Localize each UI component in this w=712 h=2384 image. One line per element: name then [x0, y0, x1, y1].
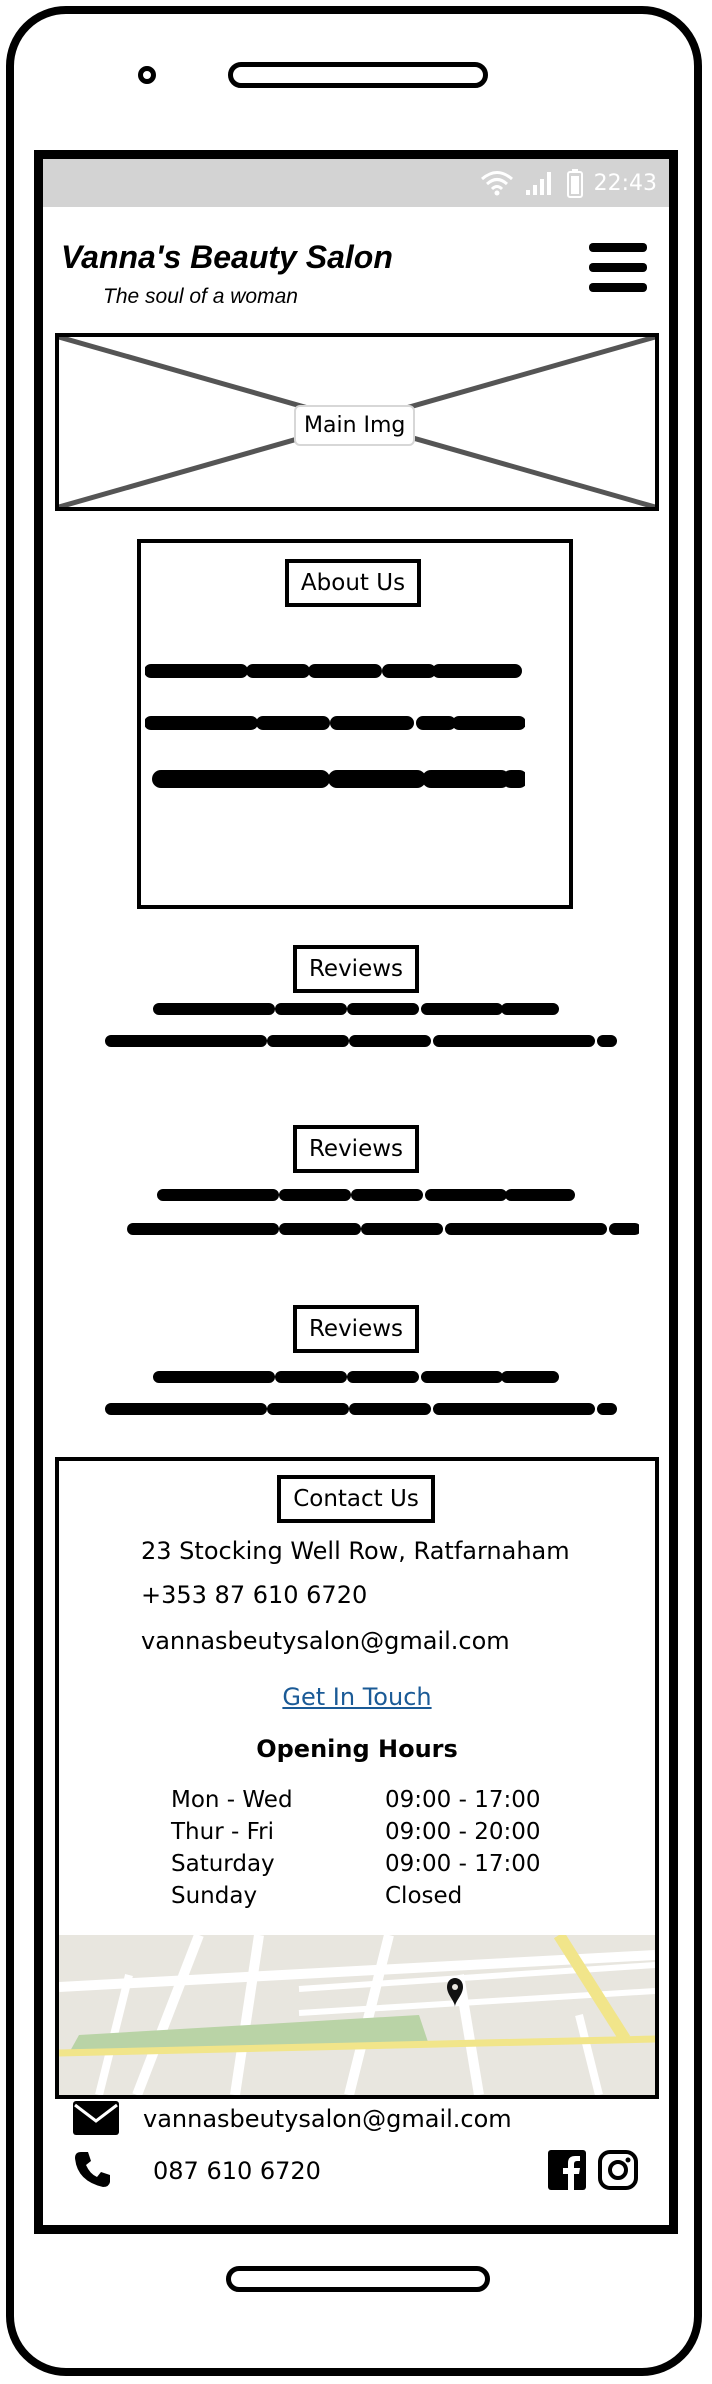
about-card: About Us	[137, 539, 573, 909]
contact-address: 23 Stocking Well Row, Ratfarnaham	[141, 1537, 570, 1565]
hours-time: 09:00 - 20:00	[385, 1819, 541, 1845]
hours-day: Mon - Wed	[171, 1787, 293, 1813]
opening-hours-title: Opening Hours	[256, 1735, 458, 1763]
map-graphic	[59, 1935, 655, 2095]
hamburger-menu-icon[interactable]	[589, 243, 647, 293]
status-time: 22:43	[593, 170, 657, 196]
location-map[interactable]	[59, 1935, 655, 2095]
footer-email[interactable]: vannasbeutysalon@gmail.com	[143, 2105, 512, 2133]
about-heading: About Us	[285, 559, 421, 607]
contact-email: vannasbeutysalon@gmail.com	[141, 1627, 510, 1655]
wifi-icon	[480, 171, 513, 196]
contact-phone: +353 87 610 6720	[141, 1581, 368, 1609]
facebook-icon[interactable]	[547, 2149, 587, 2191]
hours-day: Thur - Fri	[171, 1819, 274, 1845]
phone-screen: 22:43 Vanna's Beauty Salon The soul of a…	[34, 150, 678, 2234]
hours-time: Closed	[385, 1883, 463, 1909]
hours-day: Saturday	[171, 1851, 275, 1877]
brand-title[interactable]: Vanna's Beauty Salon	[61, 239, 393, 275]
phone-icon[interactable]	[73, 2149, 113, 2189]
reviews-heading-3: Reviews	[293, 1305, 419, 1353]
about-text-scribble	[145, 664, 525, 788]
speaker-grille	[228, 62, 488, 88]
review-text-scribble-1	[105, 1003, 617, 1047]
reviews-heading-2: Reviews	[293, 1125, 419, 1173]
home-button[interactable]	[226, 2266, 490, 2292]
camera-icon	[138, 66, 156, 84]
footer-phone[interactable]: 087 610 6720	[153, 2157, 321, 2185]
review-text-scribble-3	[105, 1371, 617, 1415]
hours-day: Sunday	[171, 1883, 258, 1909]
brand-tagline: The soul of a woman	[103, 285, 298, 308]
get-in-touch-link[interactable]: Get In Touch	[282, 1683, 432, 1711]
hours-time: 09:00 - 17:00	[385, 1787, 541, 1813]
main-image-label: Main Img	[294, 405, 416, 446]
hours-time: 09:00 - 17:00	[385, 1851, 541, 1877]
battery-icon	[566, 169, 583, 198]
signal-icon	[525, 172, 551, 195]
contact-card: Contact Us 23 Stocking Well Row, Ratfarn…	[55, 1457, 659, 2099]
instagram-icon[interactable]	[597, 2149, 639, 2191]
main-image-placeholder: Main Img	[55, 333, 659, 511]
reviews-heading-1: Reviews	[293, 945, 419, 993]
review-text-scribble-2	[127, 1189, 639, 1235]
map-pin-icon	[447, 1978, 463, 2007]
contact-heading: Contact Us	[277, 1475, 435, 1523]
status-bar: 22:43	[43, 159, 669, 207]
mail-icon[interactable]	[71, 2099, 121, 2137]
